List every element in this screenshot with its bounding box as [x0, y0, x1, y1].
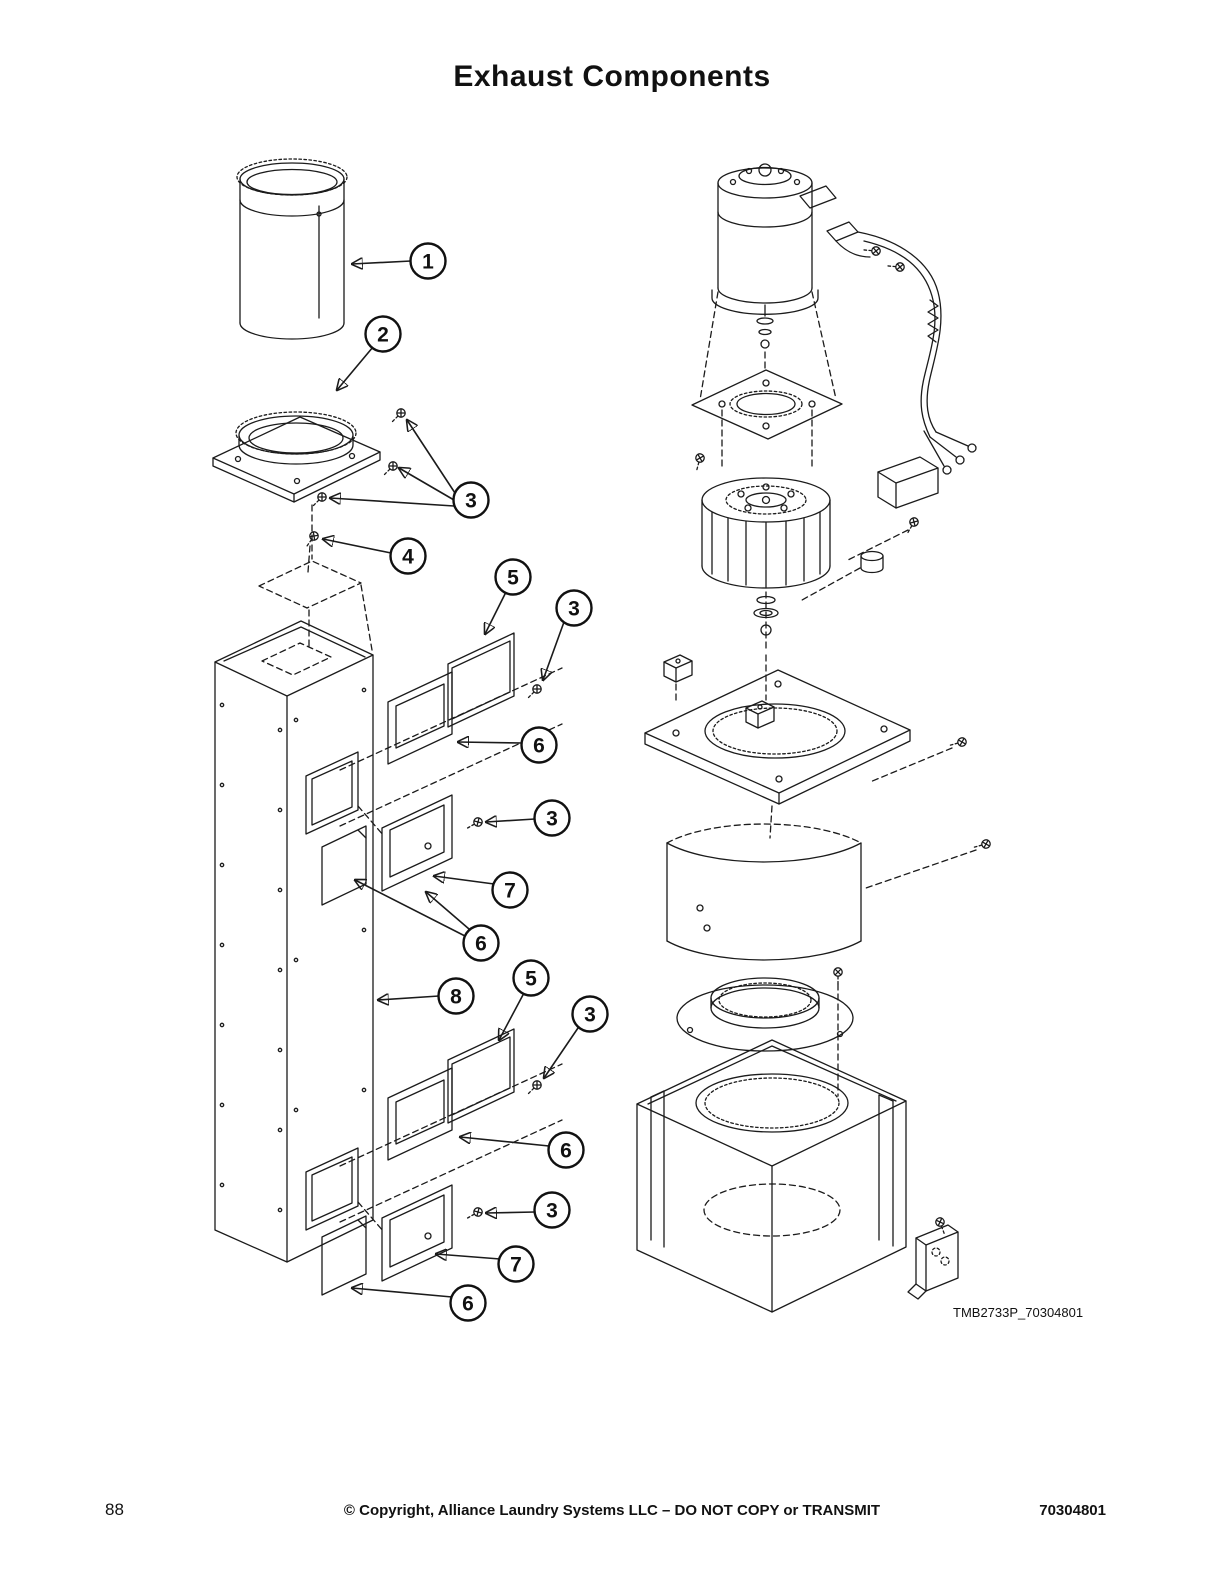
inlet-ring	[676, 967, 854, 1097]
callout-2: 2	[364, 315, 402, 353]
access-panel-mid	[447, 632, 515, 728]
exhaust-duct-cylinder	[236, 158, 348, 340]
copyright-text: © Copyright, Alliance Laundry Systems LL…	[343, 1502, 881, 1519]
svg-text:6: 6	[462, 1293, 474, 1316]
svg-text:3: 3	[546, 808, 558, 831]
terminal-block-left	[663, 654, 693, 701]
duct-joint-plate	[258, 504, 373, 651]
callout-4: 4	[389, 537, 427, 575]
callout-3: 3	[533, 799, 571, 837]
callout-1: 1	[409, 242, 447, 280]
opening-frame-mid	[381, 794, 453, 892]
panel-screw-mid	[524, 682, 544, 702]
blower-wheel	[701, 477, 831, 651]
relay-box	[847, 456, 939, 561]
callout-5: 5	[512, 959, 550, 997]
small-panel-bottom	[321, 1215, 367, 1296]
svg-text:2: 2	[377, 324, 389, 347]
terminal-block-mid	[745, 700, 775, 729]
leader-lines	[323, 261, 579, 1298]
frame-screw-bottom	[464, 1205, 485, 1223]
svg-text:6: 6	[475, 933, 487, 956]
svg-text:5: 5	[507, 567, 519, 590]
gasket-bottom	[387, 1067, 453, 1161]
frame-screw-mid	[464, 815, 485, 833]
callout-8: 8	[437, 977, 475, 1015]
svg-text:7: 7	[510, 1254, 522, 1277]
svg-text:3: 3	[568, 598, 580, 621]
motor-assembly	[699, 163, 837, 401]
callout-3: 3	[555, 589, 593, 627]
page-title: Exhaust Components	[453, 60, 771, 93]
base-box	[636, 1039, 907, 1313]
gasket-mid	[387, 671, 453, 765]
svg-text:5: 5	[525, 968, 537, 991]
callout-layer: 1 2 3 4 5 3 6 3 7 6 8 5 3 6 3 7 6	[364, 242, 609, 1322]
mounting-bracket	[907, 1215, 959, 1300]
callout-7: 7	[497, 1245, 535, 1283]
callout-6: 6	[520, 726, 558, 764]
blower-housing-band	[666, 823, 862, 961]
svg-text:3: 3	[546, 1200, 558, 1223]
callout-5: 5	[494, 558, 532, 596]
svg-text:3: 3	[584, 1004, 596, 1027]
svg-text:8: 8	[450, 986, 462, 1009]
callout-3: 3	[571, 995, 609, 1033]
svg-text:1: 1	[422, 251, 434, 274]
collar-screw-4	[303, 529, 321, 573]
svg-text:4: 4	[402, 546, 414, 569]
panel-screw-bottom	[524, 1078, 544, 1098]
blower-mount-plate	[644, 654, 911, 839]
hub-clip	[801, 550, 884, 601]
collar-screws	[309, 406, 408, 510]
callout-6: 6	[449, 1284, 487, 1322]
svg-text:3: 3	[465, 490, 477, 513]
callout-7: 7	[491, 871, 529, 909]
small-panel-mid	[321, 825, 367, 906]
access-panel-bottom	[447, 1028, 515, 1124]
page-footer: 88 © Copyright, Alliance Laundry Systems…	[0, 1500, 1224, 1528]
svg-text:7: 7	[504, 880, 516, 903]
motor-mount-plate	[691, 369, 843, 472]
page-number: 88	[105, 1500, 124, 1519]
wiring-harness	[826, 221, 977, 475]
drawing-code-label: TMB2733P_70304801	[953, 1305, 1084, 1320]
svg-text:6: 6	[533, 735, 545, 758]
callout-3: 3	[452, 481, 490, 519]
band-screws	[865, 736, 992, 889]
doc-number: 70304801	[1039, 1502, 1106, 1519]
callout-6: 6	[547, 1131, 585, 1169]
exhaust-collar	[212, 411, 381, 503]
callout-3: 3	[533, 1191, 571, 1229]
projection-lines-bottom	[339, 1063, 563, 1233]
callout-6: 6	[462, 924, 500, 962]
opening-frame-bottom	[381, 1184, 453, 1282]
exhaust-tower-duct	[214, 620, 374, 1263]
svg-text:6: 6	[560, 1140, 572, 1163]
